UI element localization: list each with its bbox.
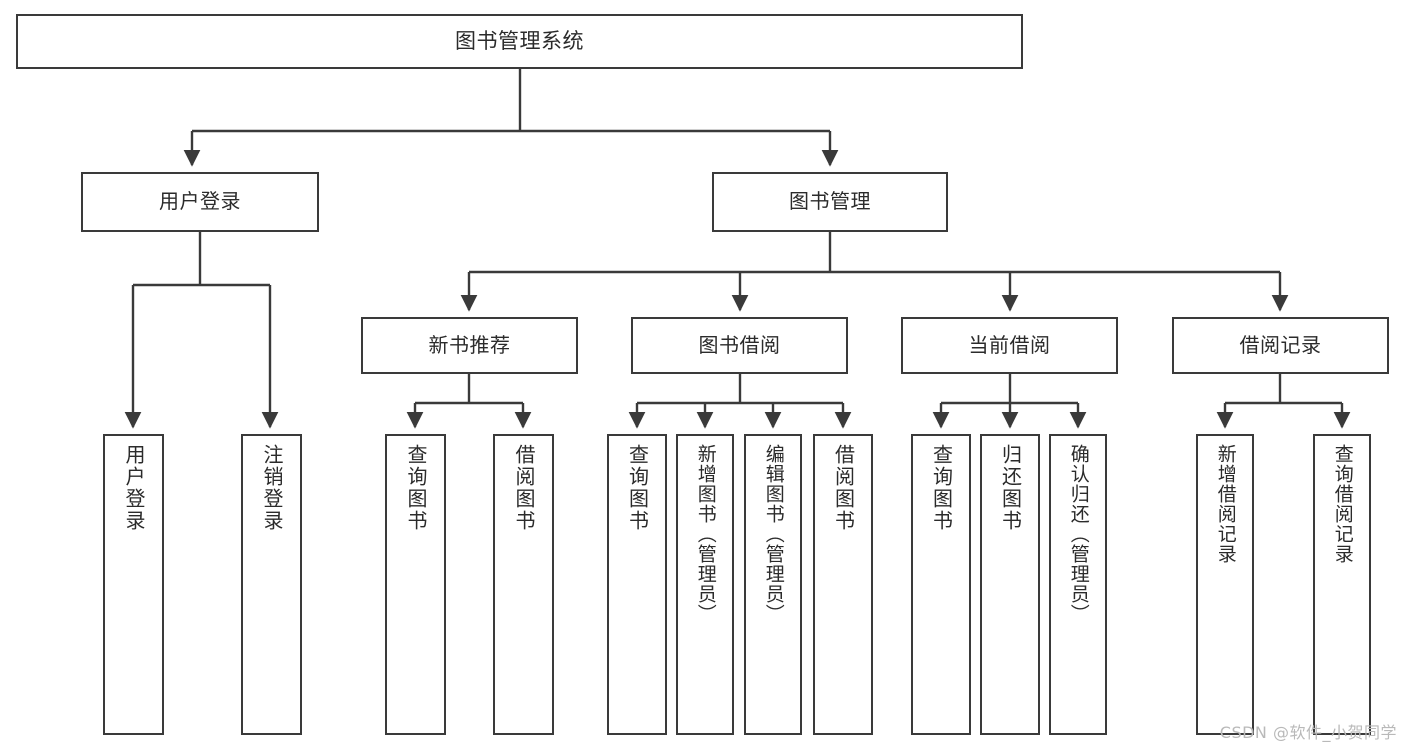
node-label: 借阅记录 xyxy=(1239,332,1322,357)
node-label: 借阅图书 xyxy=(512,444,536,532)
leaf-add-borrow-record[interactable]: 新增借阅记录 xyxy=(1196,434,1254,735)
leaf-query-borrow-record[interactable]: 查询借阅记录 xyxy=(1313,434,1371,735)
node-borrow-record[interactable]: 借阅记录 xyxy=(1172,317,1389,374)
leaf-borrow-book-recommend[interactable]: 借阅图书 xyxy=(493,434,554,735)
leaf-user-login[interactable]: 用户登录 xyxy=(103,434,164,735)
leaf-query-book-borrow[interactable]: 查询图书 xyxy=(607,434,667,735)
node-label: 查询图书 xyxy=(625,444,650,532)
leaf-borrow-book[interactable]: 借阅图书 xyxy=(813,434,873,735)
node-label: 确认归还（管理员） xyxy=(1067,444,1090,624)
node-label: 借阅图书 xyxy=(831,444,856,532)
leaf-confirm-return-admin[interactable]: 确认归还（管理员） xyxy=(1049,434,1107,735)
node-label: 新增图书（管理员） xyxy=(694,444,717,624)
leaf-return-book[interactable]: 归还图书 xyxy=(980,434,1040,735)
node-label: 查询图书 xyxy=(404,444,428,532)
node-label: 注销登录 xyxy=(260,444,284,532)
node-label: 新书推荐 xyxy=(428,332,511,357)
node-label: 图书管理系统 xyxy=(455,29,584,54)
node-book-borrow[interactable]: 图书借阅 xyxy=(631,317,848,374)
leaf-logout[interactable]: 注销登录 xyxy=(241,434,302,735)
node-label: 归还图书 xyxy=(998,444,1023,532)
leaf-edit-book-admin[interactable]: 编辑图书（管理员） xyxy=(744,434,802,735)
node-root-system[interactable]: 图书管理系统 xyxy=(16,14,1023,69)
leaf-query-book-current[interactable]: 查询图书 xyxy=(911,434,971,735)
node-new-book-recommend[interactable]: 新书推荐 xyxy=(361,317,578,374)
node-label: 用户登录 xyxy=(159,189,241,214)
node-label: 当前借阅 xyxy=(968,332,1051,357)
node-label: 查询图书 xyxy=(929,444,954,532)
node-label: 编辑图书（管理员） xyxy=(762,444,785,624)
node-label: 用户登录 xyxy=(122,444,146,532)
node-label: 图书管理 xyxy=(789,189,871,214)
node-label: 新增借阅记录 xyxy=(1214,444,1237,564)
leaf-add-book-admin[interactable]: 新增图书（管理员） xyxy=(676,434,734,735)
watermark-text: CSDN @软件_小贺同学 xyxy=(1219,723,1397,742)
node-book-management[interactable]: 图书管理 xyxy=(712,172,948,232)
node-label: 查询借阅记录 xyxy=(1331,444,1354,564)
node-user-login[interactable]: 用户登录 xyxy=(81,172,319,232)
node-current-borrow[interactable]: 当前借阅 xyxy=(901,317,1118,374)
node-label: 图书借阅 xyxy=(698,332,781,357)
leaf-query-book-recommend[interactable]: 查询图书 xyxy=(385,434,446,735)
